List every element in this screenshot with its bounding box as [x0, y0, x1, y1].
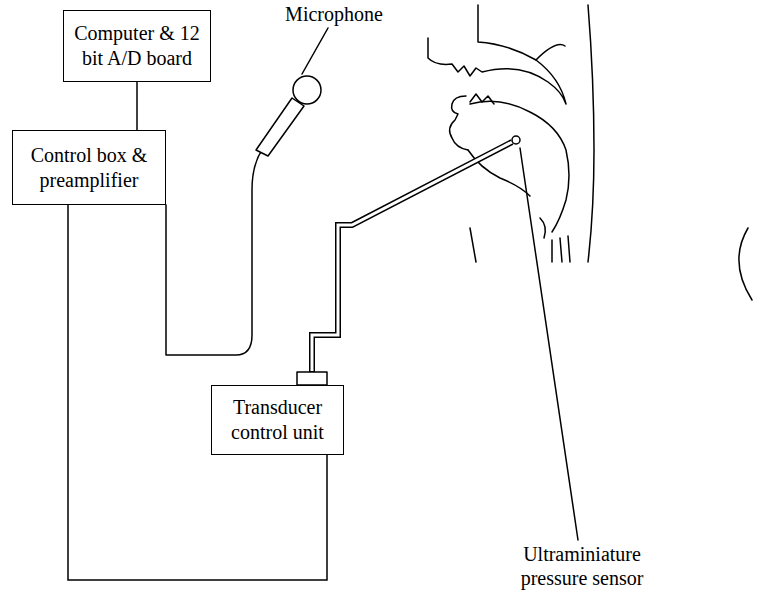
neck-front	[470, 228, 476, 262]
microphone-head	[293, 76, 321, 104]
lower-lip	[450, 96, 468, 150]
microphone-label: Microphone	[262, 2, 406, 26]
larynx	[552, 236, 570, 262]
microphone-body	[256, 98, 304, 156]
hyoid	[540, 218, 545, 238]
signal-wire	[136, 82, 138, 130]
control-box: Control box & preamplifier	[12, 130, 166, 205]
pharynx-wall	[588, 5, 594, 262]
box-text: Control box & preamplifier	[21, 143, 157, 193]
pressure-sensor	[512, 136, 520, 144]
box-text: Transducer control unit	[220, 395, 335, 445]
sensor-label: Ultraminiature pressure sensor	[500, 542, 664, 590]
transducer-connector	[297, 372, 327, 385]
upper-jaw	[428, 5, 566, 104]
box-text: Computer & 12 bit A/D board	[72, 21, 202, 71]
leader-line	[302, 28, 328, 74]
computer-box: Computer & 12 bit A/D board	[63, 10, 211, 82]
neck-back	[739, 228, 752, 300]
transducer-box: Transducer control unit	[211, 385, 344, 455]
tongue	[470, 101, 569, 232]
microphone-cable	[166, 150, 262, 355]
probe-tube	[312, 142, 512, 372]
velum	[536, 45, 565, 60]
leader-line	[520, 148, 578, 540]
probe-tube-core	[312, 142, 512, 371]
